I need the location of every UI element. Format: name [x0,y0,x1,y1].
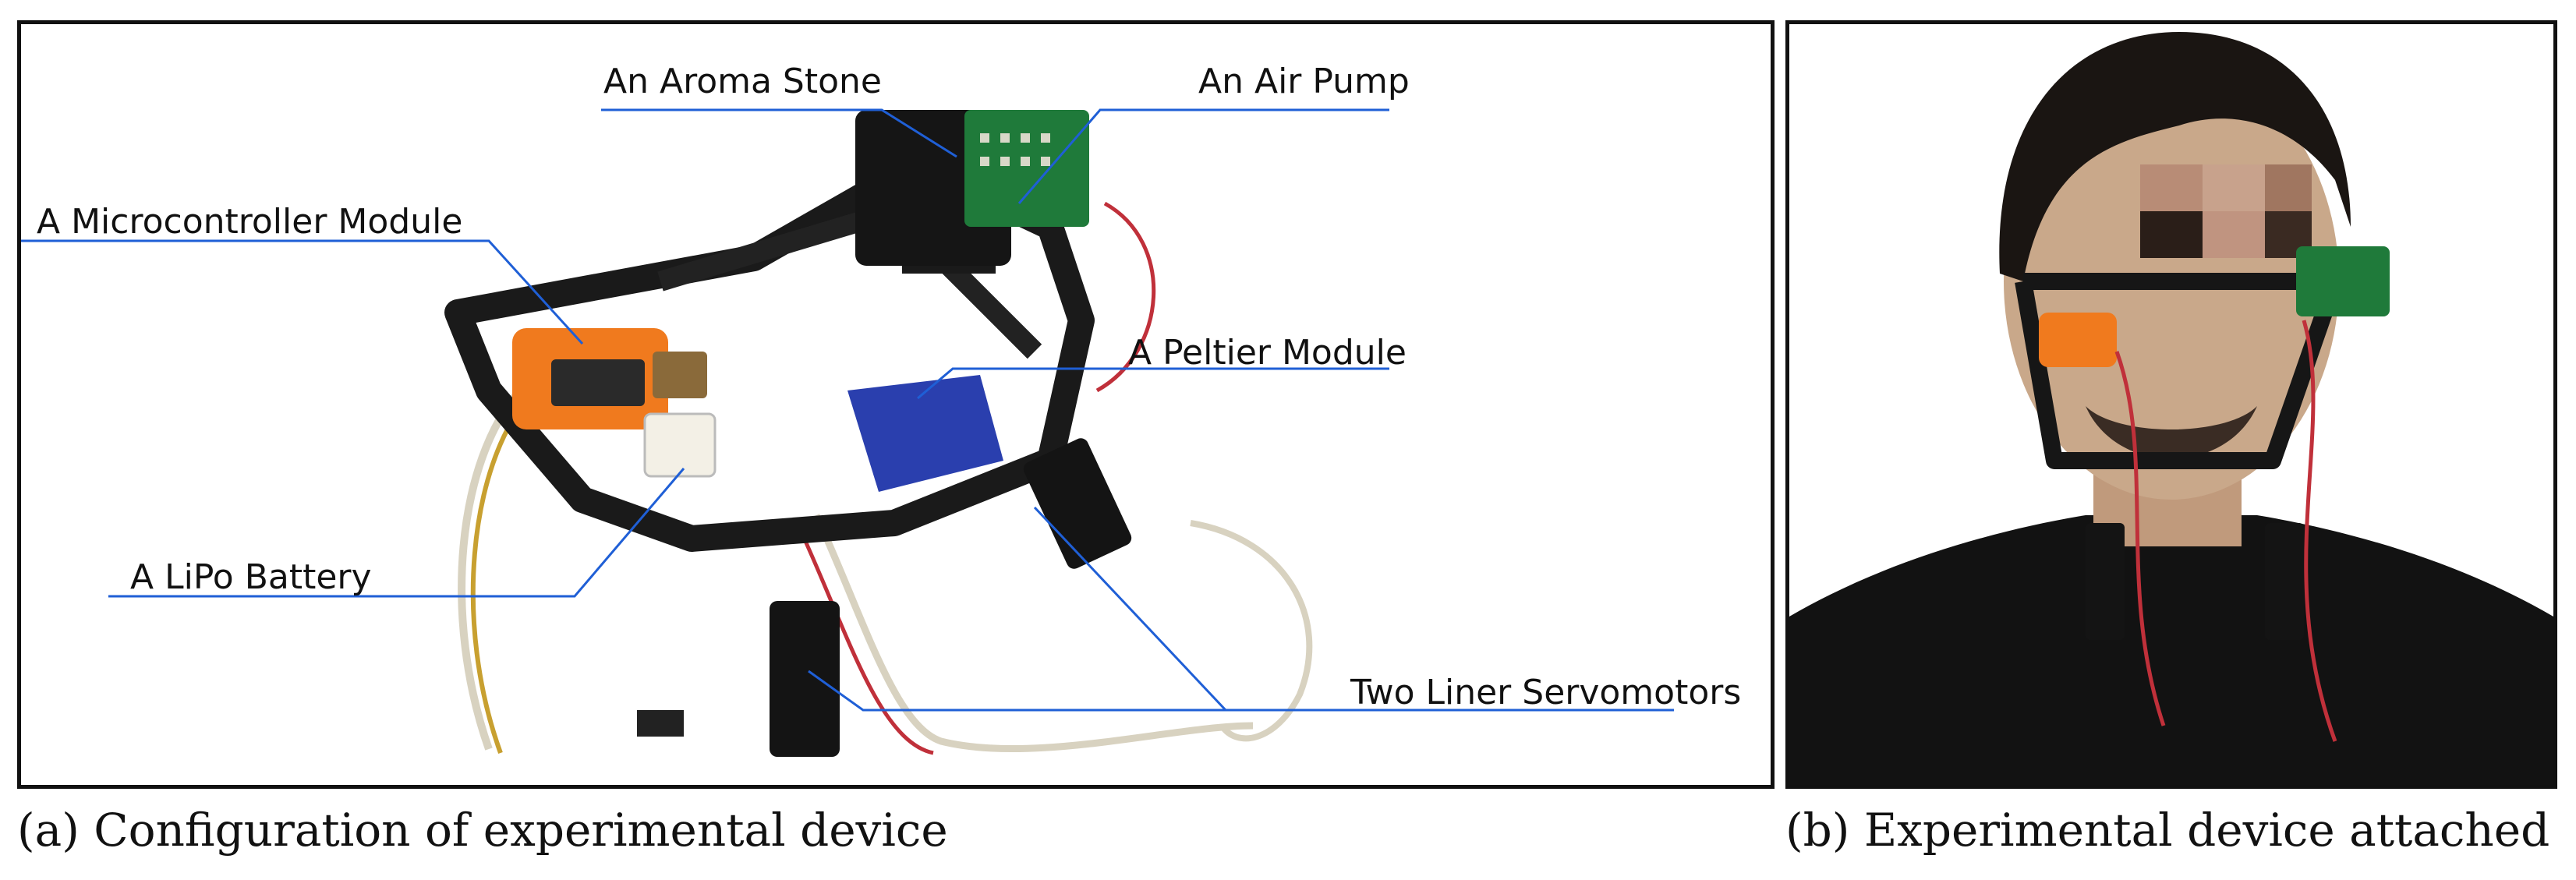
leader-air-pump [1017,108,1389,204]
red-wire [798,529,934,755]
leader-peltier [917,367,1389,400]
pcb-pins [980,133,1050,166]
leader-lines [21,108,1674,712]
device-photo [21,108,1674,757]
microcontroller-display [551,359,645,406]
servomotor-left [770,601,840,757]
leader-servo-left [808,670,1226,712]
beard [2086,406,2257,459]
servomotor-right [1023,438,1132,569]
label-air-pump: An Air Pump [1198,62,1410,101]
cable-plug [637,710,684,737]
peltier-module [847,375,1003,492]
label-servomotors: Two Liner Servomotors [1350,673,1742,712]
leader-microcontroller [21,239,584,345]
device-attached-panel [1785,20,2557,789]
leader-lipo-battery [108,468,685,598]
worn-servo-right [2265,523,2304,640]
hair [1999,32,2351,281]
lipo-battery [643,412,717,478]
worn-servo-left [2086,523,2125,640]
shirt [1789,515,2553,785]
controller-board [653,352,707,398]
label-lipo-battery: A LiPo Battery [130,557,372,597]
caption-configuration: (a) Configuration of experimental device [17,804,948,857]
air-pump-pcb [964,110,1089,227]
device-configuration-panel: An Aroma Stone An Air Pump A Microcontro… [17,20,1775,789]
label-aroma-stone: An Aroma Stone [603,62,882,101]
leader-aroma-stone [601,108,957,158]
worn-red-wire [2114,351,2166,726]
wearer-photo [1789,32,2553,785]
worn-red-wire-2 [2302,320,2337,742]
face-blur [2140,164,2312,258]
worn-air-pump [2296,246,2390,316]
caption-device-attached: (b) Experimental device attached [1785,804,2550,857]
label-peltier: A Peltier Module [1128,333,1407,373]
servo-cable-yellow [470,397,530,755]
servo-cable-long [812,514,1254,753]
worn-microcontroller [2039,313,2117,367]
pump-wire [1095,201,1156,393]
label-microcontroller: A Microcontroller Module [37,202,463,242]
servo-cable-right [1190,520,1313,742]
servo-cable-white [458,387,523,751]
